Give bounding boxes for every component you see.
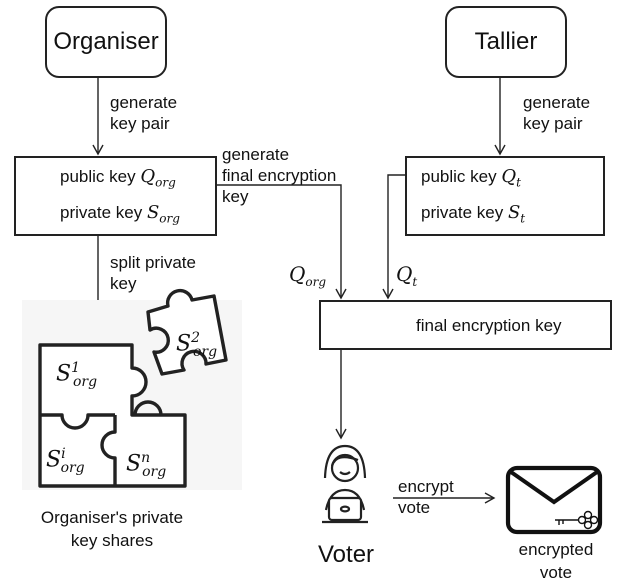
- subscript: org: [73, 373, 98, 390]
- split-label: split private key: [110, 252, 196, 294]
- label-line: key: [110, 274, 137, 293]
- arrow-q-org: [217, 184, 347, 300]
- subscript: org: [305, 275, 327, 289]
- symbol: Q: [501, 166, 517, 187]
- organiser-label: Organiser: [53, 28, 159, 55]
- tallier-public-key: public key Qt: [421, 166, 521, 190]
- q-t-wire-label: Qt: [396, 264, 417, 293]
- superscript: i: [61, 446, 66, 462]
- public-key-symbol: Qorg: [140, 166, 176, 190]
- symbol: S: [56, 361, 72, 387]
- symbol: S: [126, 451, 142, 477]
- superscript: n: [141, 450, 151, 466]
- symbol: S: [507, 202, 521, 223]
- voter-icon: [322, 444, 368, 524]
- tallier-private-key: private key St: [421, 202, 525, 226]
- tallier-generate-label: generate key pair: [523, 92, 590, 134]
- subscript: t: [516, 175, 521, 190]
- subscript: org: [142, 463, 167, 480]
- envelope-icon: [505, 465, 603, 535]
- voter-label: Voter: [318, 541, 375, 568]
- share-n-label: Snorg: [126, 450, 166, 480]
- symbol: Q: [140, 166, 156, 187]
- private-key-label: private key: [421, 203, 504, 222]
- organiser-key-box: public key Qorg private key Sorg: [14, 156, 217, 236]
- caption-line: vote: [539, 563, 573, 582]
- public-key-label: public key: [60, 167, 136, 186]
- q-org-wire-label: Qorg: [289, 264, 326, 293]
- symbol: Q: [289, 262, 306, 286]
- caption-line: Organiser's private: [40, 508, 184, 527]
- share-2-label: S2org: [176, 330, 217, 360]
- tallier-label: Tallier: [474, 28, 538, 55]
- label-line: key: [222, 187, 249, 206]
- puzzle-icon: [38, 288, 228, 488]
- encrypt-label: encrypt vote: [398, 476, 454, 518]
- label-line: generate: [523, 93, 591, 112]
- label-line: final encryption: [222, 166, 337, 185]
- final-encryption-key-box: final encryption key: [319, 300, 612, 350]
- final-key-generate-label: generate final encryption key: [222, 144, 336, 207]
- organiser-generate-label: generate key pair: [110, 92, 177, 134]
- label-line: vote: [398, 498, 431, 517]
- private-key-label: private key: [60, 203, 143, 222]
- subscript: org: [155, 175, 176, 190]
- tallier-key-box: public key Qt private key St: [405, 156, 605, 236]
- label-line: generate: [110, 93, 178, 112]
- arrow-q-t: [382, 174, 407, 300]
- subscript: t: [412, 275, 418, 289]
- share-1-label: S1org: [56, 360, 97, 390]
- tallier-node: Tallier: [445, 6, 567, 78]
- label-line: generate: [222, 145, 290, 164]
- final-encryption-key-label: final encryption key: [416, 316, 562, 335]
- subscript: org: [60, 459, 85, 476]
- subscript: org: [193, 343, 218, 360]
- encrypted-vote-caption: encrypted vote: [498, 538, 614, 584]
- superscript: 2: [191, 330, 200, 346]
- public-key-label: public key: [421, 167, 497, 186]
- label-line: encrypt: [398, 477, 454, 496]
- organiser-private-key: private key Sorg: [60, 202, 180, 226]
- caption-line: encrypted: [518, 540, 594, 559]
- organiser-public-key: public key Qorg: [60, 166, 176, 190]
- share-i-label: Siorg: [46, 446, 85, 476]
- subscript: t: [520, 211, 526, 226]
- label-line: split private: [110, 253, 196, 272]
- shares-caption: Organiser's private key shares: [12, 506, 212, 552]
- subscript: org: [159, 211, 180, 226]
- organiser-node: Organiser: [45, 6, 167, 78]
- symbol: Q: [396, 262, 413, 286]
- private-key-symbol: Sorg: [146, 202, 180, 226]
- symbol: S: [46, 447, 62, 473]
- label-line: key pair: [523, 114, 583, 133]
- label-line: key pair: [110, 114, 170, 133]
- superscript: 1: [71, 360, 80, 376]
- symbol: S: [146, 202, 160, 223]
- private-key-symbol: St: [507, 202, 526, 226]
- symbol: S: [176, 331, 192, 357]
- public-key-symbol: Qt: [501, 166, 521, 190]
- caption-line: key shares: [70, 531, 154, 550]
